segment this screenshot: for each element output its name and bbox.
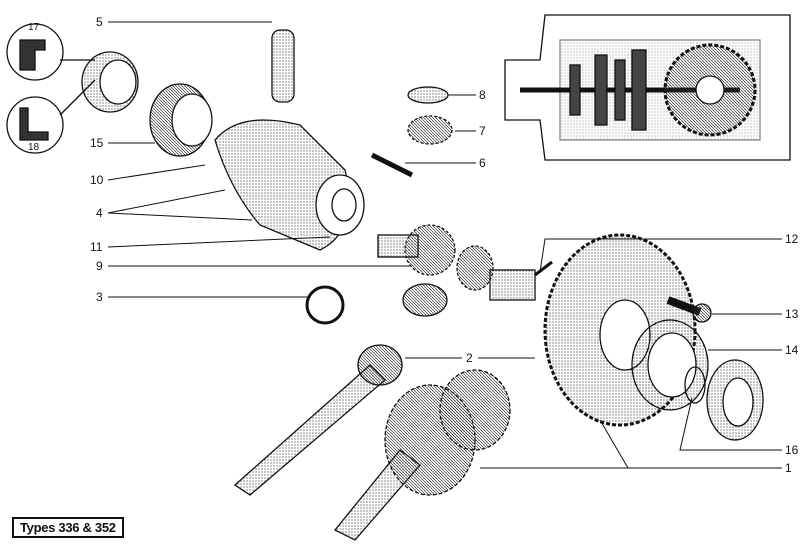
pinion-shaft <box>233 364 386 496</box>
callout-1: 1 <box>785 461 792 475</box>
callout-17: 17 <box>28 22 40 33</box>
callout-6: 6 <box>479 156 486 170</box>
callout-16: 16 <box>785 443 799 457</box>
callout-13: 13 <box>785 307 799 321</box>
model-types-caption: Types 336 & 352 <box>12 517 124 538</box>
leader-lines <box>107 21 782 469</box>
callout-3: 3 <box>96 290 103 304</box>
callout-5: 5 <box>96 15 103 29</box>
callout-18: 18 <box>28 142 40 153</box>
callout-15: 15 <box>90 136 104 150</box>
callout-11: 11 <box>90 240 103 254</box>
callout-10: 10 <box>90 173 104 187</box>
inset-transmission-view <box>504 14 791 161</box>
callout-14: 14 <box>785 343 799 357</box>
seal-detail-17 <box>6 23 64 81</box>
callout-4: 4 <box>96 206 103 220</box>
callout-7: 7 <box>479 124 486 138</box>
callout-9: 9 <box>96 259 103 273</box>
seal-detail-18 <box>6 96 64 154</box>
callout-12: 12 <box>785 232 799 246</box>
callout-2: 2 <box>466 351 473 365</box>
callout-8: 8 <box>479 88 486 102</box>
